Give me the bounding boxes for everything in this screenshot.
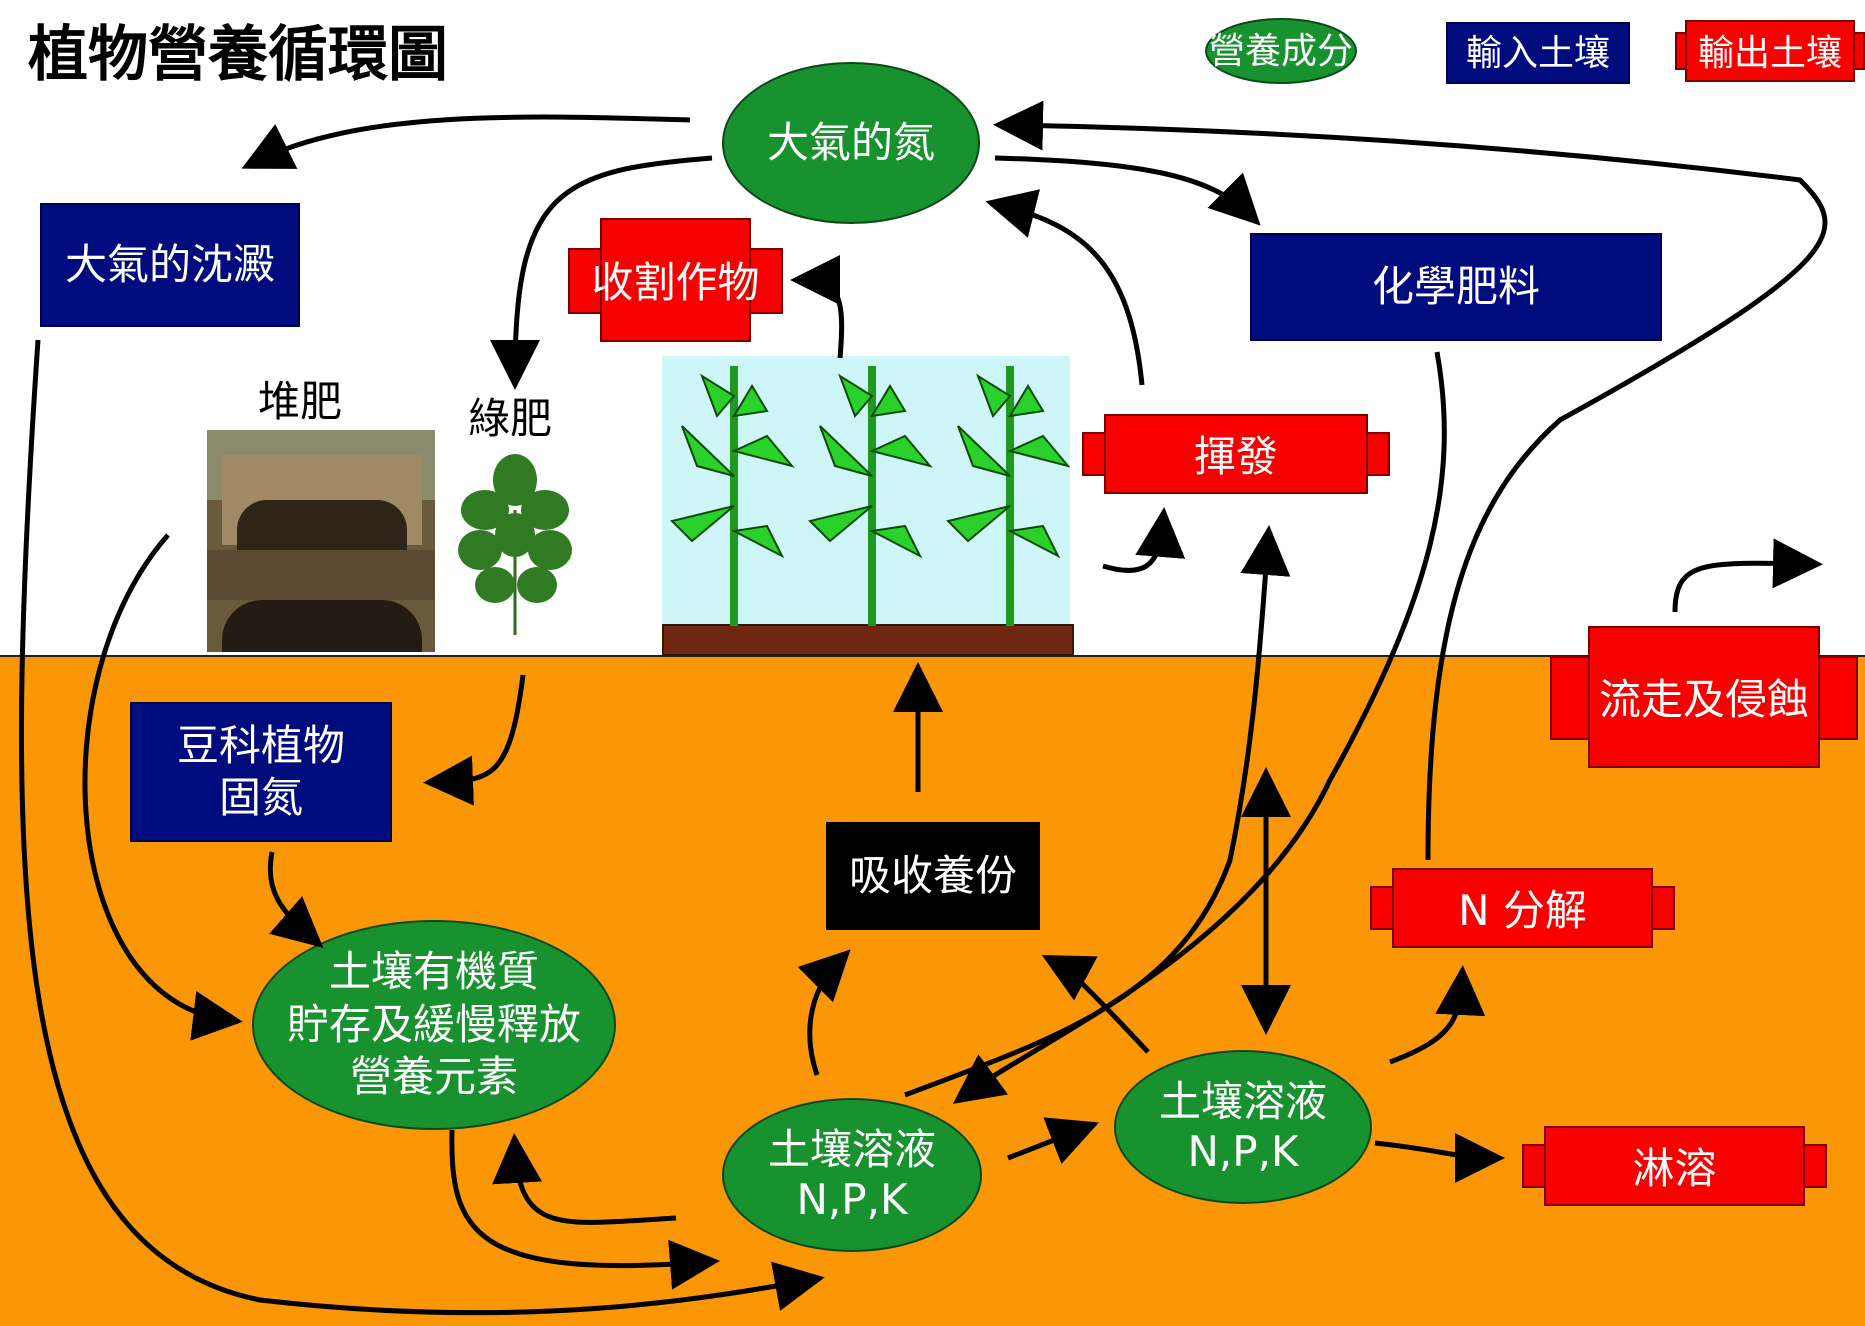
harvest-node: 收割作物	[568, 218, 783, 342]
legend-output: 輸出土壤	[1675, 20, 1865, 82]
atm-deposition-node: 大氣的沈澱	[40, 203, 300, 327]
soil-organic-matter-node: 土壤有機質 貯存及緩慢釋放 營養元素	[252, 920, 616, 1130]
legume-line2: 固氮	[218, 773, 303, 822]
arrow-solution1-to-solution2	[1007, 1117, 1099, 1165]
arrow-atm-to-green-manure	[490, 155, 713, 390]
ground-line	[0, 655, 1865, 657]
arrow-compost-to-som	[82, 533, 243, 1041]
runoff-erosion-label: 流走及侵蝕	[1598, 674, 1809, 724]
n-decomposition-node: N 分解	[1370, 868, 1675, 948]
arrow-runoff-out	[1672, 538, 1823, 613]
solution2-line1: 土壤溶液	[1158, 1076, 1327, 1126]
green-manure-image	[458, 454, 572, 635]
chemical-fertilizer-node: 化學肥料	[1250, 233, 1662, 341]
soil-solution-1-node: 土壤溶液 N,P,K	[722, 1098, 982, 1252]
arrow-runoff-to-atm	[993, 100, 1828, 861]
solution1-line1: 土壤溶液	[767, 1124, 936, 1174]
legume-line1: 豆科植物	[176, 720, 345, 770]
crop-image	[662, 356, 1074, 656]
runoff-erosion-node: 流走及侵蝕	[1550, 626, 1858, 768]
arrow-atm-to-deposition	[241, 114, 691, 169]
som-line3: 營養元素	[349, 1052, 518, 1102]
arrow-chemical-to-solution1	[952, 351, 1447, 1104]
volatilization-label: 揮發	[1193, 431, 1278, 481]
som-line1: 土壤有機質	[328, 947, 539, 997]
green-manure-label: 綠肥	[468, 394, 553, 443]
arrow-deposition-to-solution1	[18, 339, 825, 1316]
soil-solution-2-node: 土壤溶液 N,P,K	[1114, 1050, 1372, 1204]
compost-image	[207, 430, 435, 652]
arrow-solution1-to-som	[492, 1133, 677, 1225]
arrow-crop-to-volatilization	[1102, 507, 1186, 573]
uptake-node: 吸收養份	[826, 822, 1040, 930]
legend-output-label: 輸出土壤	[1697, 33, 1842, 74]
som-line2: 貯存及緩慢釋放	[286, 999, 581, 1049]
arrow-solution1-to-uptake	[797, 949, 851, 1076]
arrow-atm-to-chemical	[994, 155, 1261, 226]
n-decomposition-label: N 分解	[1458, 885, 1587, 935]
atm-nitrogen-node: 大氣的氮	[722, 62, 980, 224]
solution1-line2: N,P,K	[796, 1175, 908, 1224]
arrow-volatilization-to-atm	[985, 189, 1145, 386]
arrow-green-manure-to-legume	[423, 674, 526, 806]
legend-input: 輸入土壤	[1446, 22, 1630, 84]
arrow-solution2-to-leaching	[1374, 1132, 1505, 1183]
legume-fixation-node: 豆科植物 固氮	[130, 702, 392, 842]
page-title: 植物營養循環圖	[28, 20, 448, 90]
solution2-line2: N,P,K	[1187, 1127, 1299, 1176]
arrow-solution2-to-uptake	[1041, 954, 1150, 1054]
arrow-legume-to-som	[267, 851, 324, 948]
leaching-node: 淋溶	[1522, 1126, 1827, 1206]
compost-label: 堆肥	[258, 377, 343, 426]
leaching-label: 淋溶	[1632, 1143, 1717, 1193]
arrow-solution2-to-ndecomp	[1389, 965, 1486, 1065]
arrow-som-to-solution1	[449, 1129, 720, 1290]
legend-nutrient: 營養成分	[1205, 18, 1357, 84]
arrow-solution1-to-volatilization	[904, 525, 1291, 1098]
harvest-label: 收割作物	[591, 257, 760, 307]
volatilization-node: 揮發	[1082, 414, 1390, 494]
arrow-crop-to-harvest	[790, 255, 845, 359]
